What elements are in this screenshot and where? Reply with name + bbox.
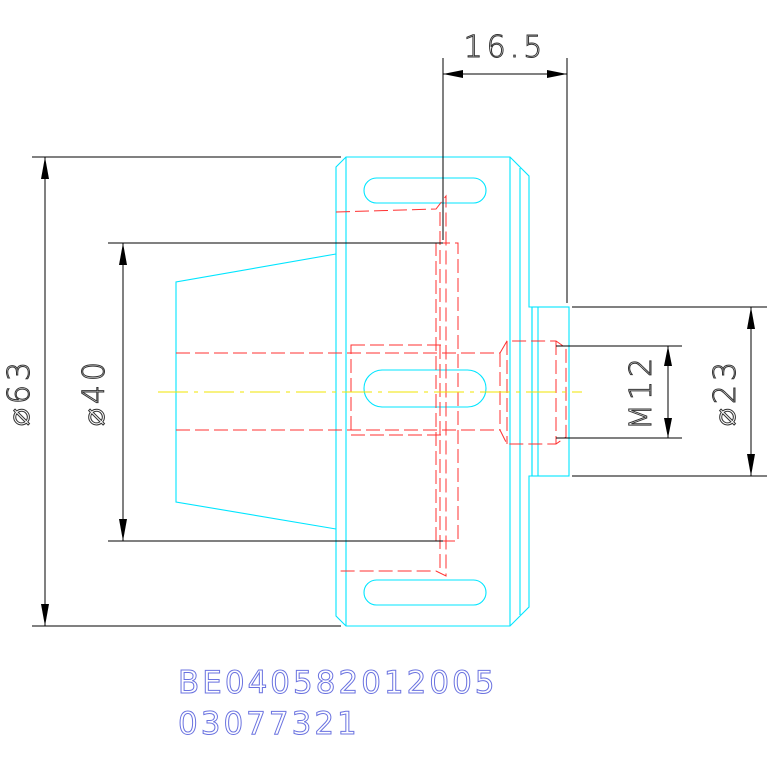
part-number: BE040582012005 03077321 xyxy=(178,665,498,743)
arrowhead-top xyxy=(664,346,672,366)
arrowhead-left xyxy=(443,70,463,78)
part-number-line-2: 03077321 xyxy=(178,706,360,742)
slot-top xyxy=(363,177,487,204)
arrowhead-bottom xyxy=(119,519,127,541)
dimension-label: ⌀40 xyxy=(77,358,112,426)
dimension-label: ⌀63 xyxy=(2,358,37,426)
dimension-dia-23: ⌀23 xyxy=(572,306,767,477)
arrowhead-top xyxy=(41,157,49,179)
dimension-label: 16.5 xyxy=(464,30,547,65)
arrowhead-right xyxy=(547,70,567,78)
dimension-label: M12 xyxy=(624,354,659,430)
dimension-dia-40: ⌀40 xyxy=(77,242,443,542)
dimension-16-5: 16.5 xyxy=(442,30,568,303)
part-number-line-1: BE040582012005 xyxy=(178,665,498,701)
dimension-label: ⌀23 xyxy=(708,358,743,426)
hidden-counterbore xyxy=(350,344,447,436)
arrowhead-bottom xyxy=(664,418,672,438)
arrowhead-bottom xyxy=(747,454,755,476)
arrowhead-top xyxy=(747,307,755,329)
arrowhead-bottom xyxy=(41,604,49,626)
part-outline xyxy=(175,156,570,627)
dimension-dia-63: ⌀63 xyxy=(2,156,341,627)
hidden-lines xyxy=(176,194,567,577)
arrowhead-top xyxy=(119,243,127,265)
slot-bottom xyxy=(363,579,487,606)
slot-middle xyxy=(363,369,487,408)
dimension-m12: M12 xyxy=(556,345,682,439)
hidden-bore-outline xyxy=(335,194,447,577)
